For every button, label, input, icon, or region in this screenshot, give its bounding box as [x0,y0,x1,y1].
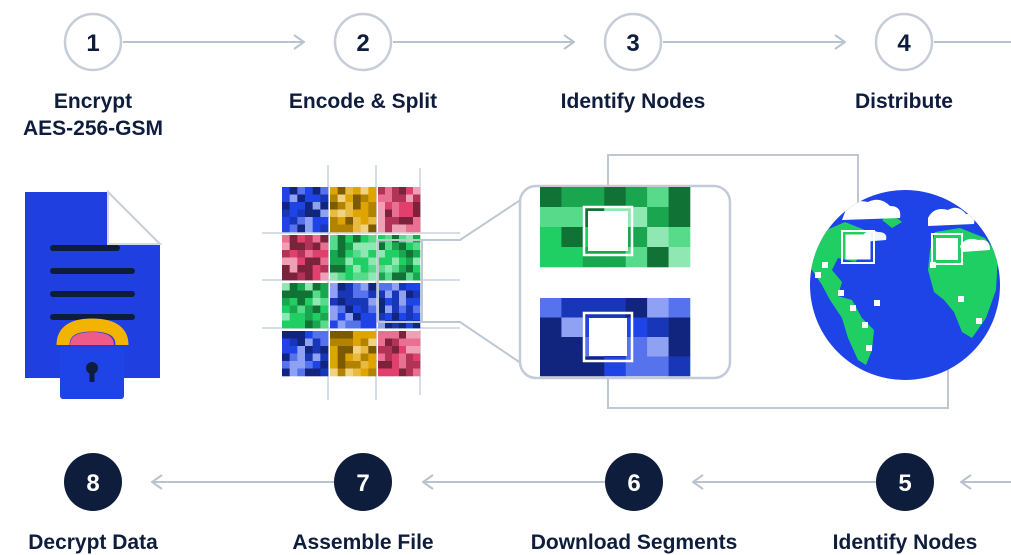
step-6-badge: 6 [605,453,663,511]
step-7-number: 7 [356,470,369,497]
step-8-label: Decrypt Data [28,531,158,554]
step-2-number: 2 [356,30,369,57]
step-4-number: 4 [897,30,911,57]
zoom-connectors [377,186,541,377]
step-6-label: Download Segments [531,531,738,554]
step-4-badge: 4 [874,12,934,72]
step-1-sublabel: AES-256-GSM [23,117,163,140]
step-1-badge: 1 [63,12,123,72]
step-8-badge: 8 [64,453,122,511]
split-grid-icon [262,165,460,400]
step-3-number: 3 [626,30,639,57]
step-8-number: 8 [86,470,99,497]
step-5-badge: 5 [876,453,934,511]
step-2-label: Encode & Split [289,90,437,113]
step-6-number: 6 [627,470,640,497]
step-2-badge: 2 [333,12,393,72]
step-7-label: Assemble File [292,531,433,554]
node-zoom-icon [518,154,949,409]
step-3-badge: 3 [603,12,663,72]
encrypted-document-lock-icon [25,189,163,399]
step-5-number: 5 [898,470,911,497]
step-4-label: Distribute [855,90,953,113]
globe-nodes-icon [810,190,1000,380]
step-1-number: 1 [86,30,99,57]
step-7-badge: 7 [334,453,392,511]
step-3-label: Identify Nodes [561,90,706,113]
step-1-label: Encrypt [54,90,132,113]
step-5-label: Identify Nodes [833,531,978,554]
